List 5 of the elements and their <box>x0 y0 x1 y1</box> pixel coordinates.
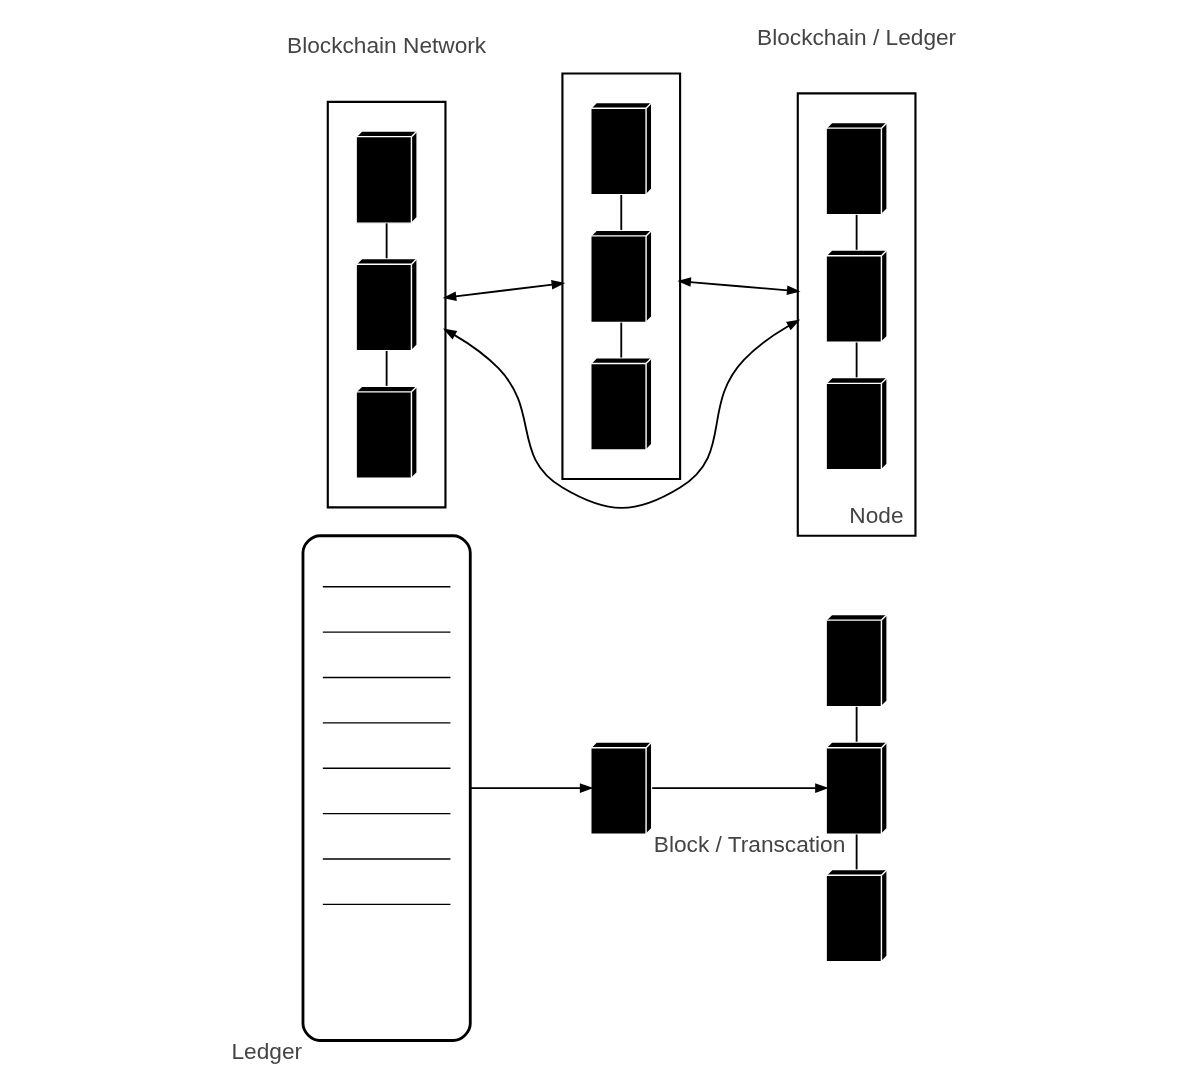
label: Blockchain Network <box>287 32 487 59</box>
node-label: Node <box>849 501 904 528</box>
label: Blockchain / Ledger <box>757 23 957 50</box>
node-label: Ledger <box>231 1037 303 1064</box>
node-label: Block / Transcation <box>653 831 846 858</box>
